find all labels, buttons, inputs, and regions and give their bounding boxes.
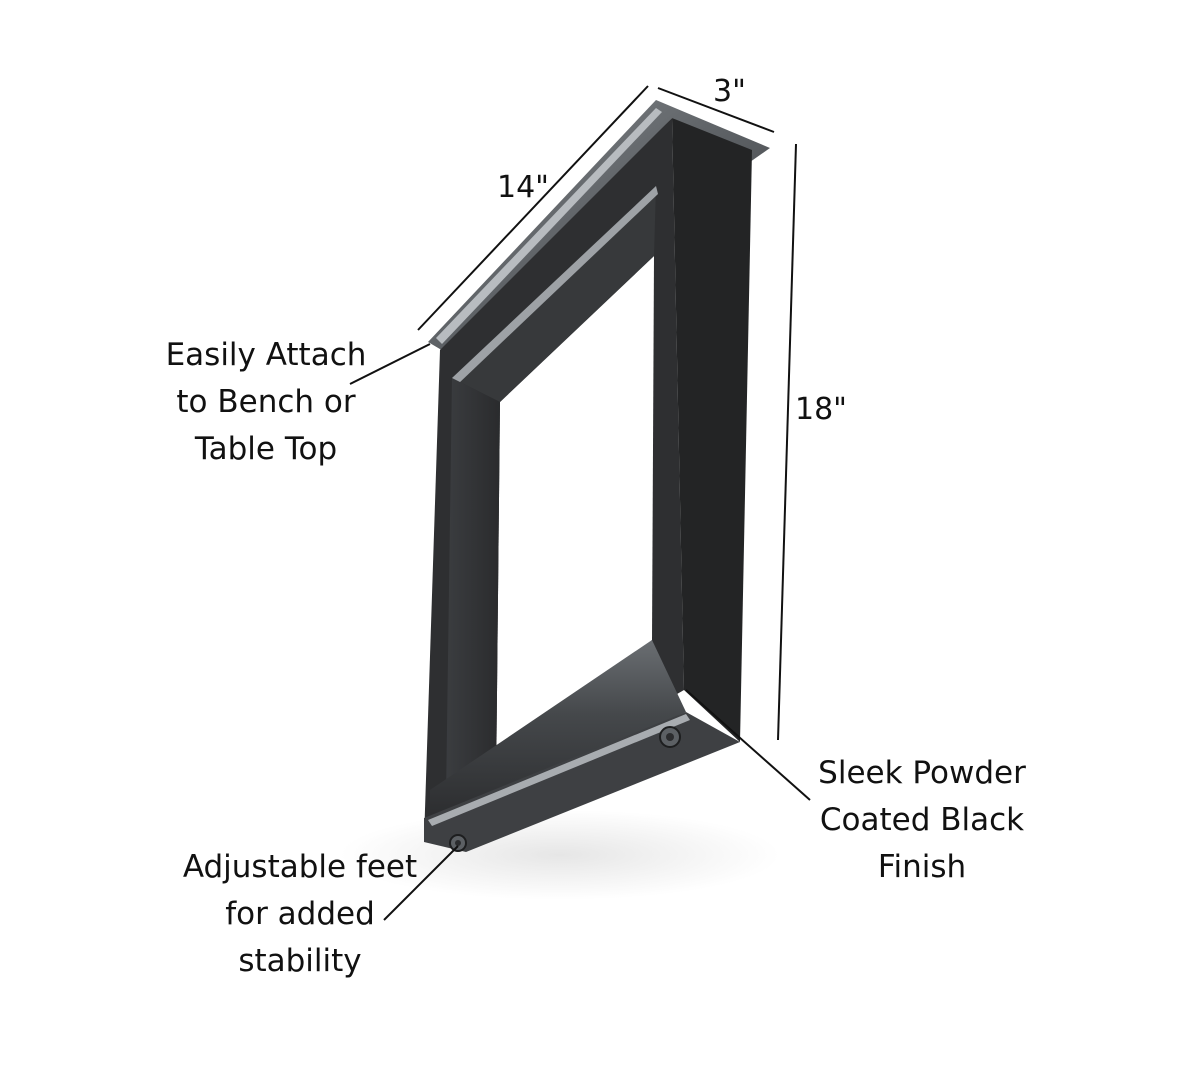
dimension-label-width: 14" bbox=[497, 170, 549, 205]
callout-finish-line-1: Sleek Powder bbox=[818, 755, 1026, 791]
top-plate-edge bbox=[436, 108, 662, 344]
inner-top-highlight bbox=[452, 186, 658, 384]
dimension-label-height: 18" bbox=[795, 392, 847, 427]
callout-finish-line-2: Coated Black bbox=[819, 802, 1025, 838]
dimension-line-width bbox=[417, 85, 649, 331]
frame-bottom-bar bbox=[430, 640, 686, 826]
adjustable-foot-front bbox=[449, 834, 467, 852]
callout-feet-line-2: for added bbox=[225, 896, 375, 932]
top-mounting-plate bbox=[428, 100, 770, 352]
callout-feet: Adjustable feet for added stability bbox=[176, 844, 424, 985]
bottom-bar-highlight bbox=[428, 714, 690, 826]
frame-inner-left bbox=[446, 378, 500, 800]
leader-line-feet bbox=[383, 845, 459, 921]
callout-attach-line-2: to Bench or bbox=[176, 384, 356, 420]
frame-bottom-front bbox=[424, 712, 740, 852]
leader-line-finish bbox=[685, 689, 811, 801]
callout-finish: Sleek Powder Coated Black Finish bbox=[806, 750, 1038, 891]
dimension-line-depth bbox=[657, 87, 775, 133]
callout-attach: Easily Attach to Bench or Table Top bbox=[158, 332, 374, 473]
callout-feet-line-3: stability bbox=[238, 943, 362, 979]
callout-finish-line-3: Finish bbox=[877, 849, 967, 885]
frame-opening bbox=[496, 256, 654, 790]
dimension-line-height bbox=[777, 143, 797, 741]
frame-side-face bbox=[672, 118, 752, 742]
bench-leg-illustration bbox=[424, 100, 770, 852]
callout-attach-line-3: Table Top bbox=[194, 431, 338, 467]
callout-feet-line-1: Adjustable feet bbox=[182, 849, 418, 885]
dimension-label-depth: 3" bbox=[713, 74, 746, 109]
leader-line-attach bbox=[349, 343, 431, 385]
callout-attach-line-1: Easily Attach bbox=[165, 337, 367, 373]
adjustable-foot-back bbox=[659, 726, 681, 748]
